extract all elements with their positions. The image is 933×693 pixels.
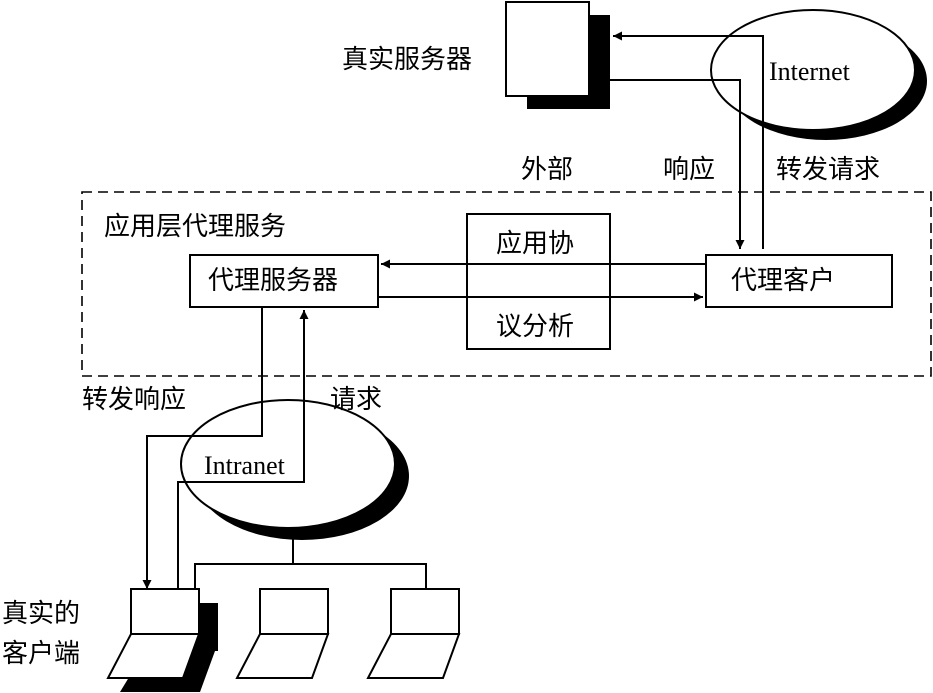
client-bus-line: [194, 563, 427, 589]
protocol-analysis-label-line1: 应用协: [496, 229, 574, 259]
request-arrow: [177, 310, 309, 589]
real-server-box: [505, 1, 590, 97]
intranet-cloud: [180, 399, 409, 540]
client-2-screen: [259, 588, 329, 635]
app-layer-proxy-label: 应用层代理服务: [104, 212, 286, 242]
client-2-keyboard: [235, 633, 330, 679]
external-label: 外部: [521, 155, 573, 185]
real-client-laptop-icon: [106, 588, 218, 692]
real-server-label: 真实服务器: [342, 45, 472, 75]
client-3-screen: [390, 588, 460, 635]
client-laptop-2-icon: [235, 588, 330, 679]
response-label: 响应: [663, 155, 715, 185]
real-client-screen: [130, 588, 200, 635]
real-server-node: [505, 1, 610, 109]
intranet-cloud-body: [180, 399, 396, 529]
request-label: 请求: [330, 385, 382, 415]
real-client-label-line1: 真实的: [2, 599, 80, 629]
proxy-client-label: 代理客户: [731, 266, 835, 296]
protocol-analysis-box: [466, 213, 611, 350]
outbound-request-arrow: [613, 31, 764, 249]
real-client-keyboard: [106, 633, 201, 679]
proxy-server-box: [189, 254, 379, 308]
protocol-analysis-label-line2: 议分析: [496, 312, 574, 342]
internet-label: Internet: [769, 57, 851, 86]
forward-request-label: 转发请求: [776, 155, 880, 185]
proxy-client-box: [705, 254, 893, 308]
client-3-keyboard: [366, 633, 461, 679]
intranet-label: Intranet: [204, 451, 286, 480]
client-laptop-3-icon: [366, 588, 461, 679]
proxy-server-label: 代理服务器: [208, 266, 338, 296]
forward-response-label: 转发响应: [82, 385, 186, 415]
forward-response-arrow: [142, 307, 263, 589]
app-layer-proxy-region: [81, 191, 932, 377]
real-client-label-line2: 客户端: [2, 639, 80, 669]
